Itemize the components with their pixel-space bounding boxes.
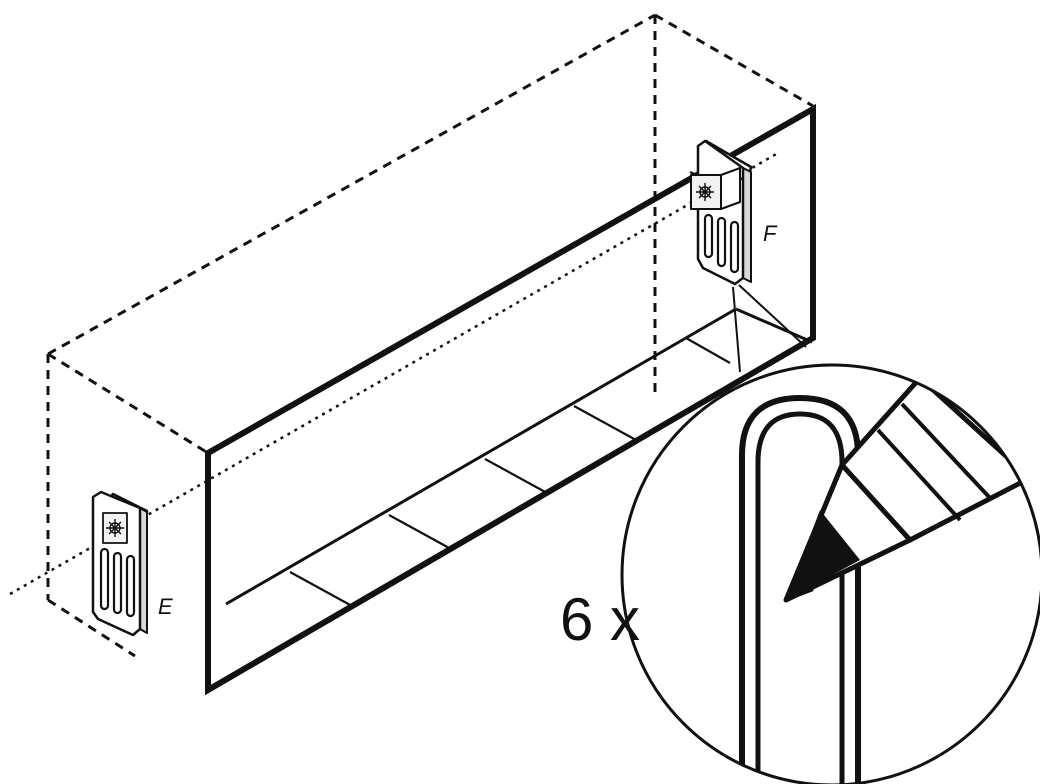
gear-icon — [106, 519, 124, 537]
bracket-e — [91, 490, 149, 637]
zoom-callout-pointer — [732, 284, 807, 373]
front-panel — [205, 103, 816, 696]
cabinet-outline-dashed — [46, 13, 814, 658]
zoom-detail — [620, 363, 1040, 784]
bracket-e-label: E — [158, 594, 173, 619]
alignment-line — [9, 151, 779, 596]
bracket-f-label: F — [763, 221, 778, 246]
gear-icon — [696, 183, 714, 201]
quantity-label: 6 x — [560, 586, 640, 653]
bracket-f — [689, 139, 753, 286]
enlarged-slot — [739, 394, 861, 784]
bracket-f-slots — [703, 213, 740, 274]
bracket-e-slots — [99, 547, 136, 618]
